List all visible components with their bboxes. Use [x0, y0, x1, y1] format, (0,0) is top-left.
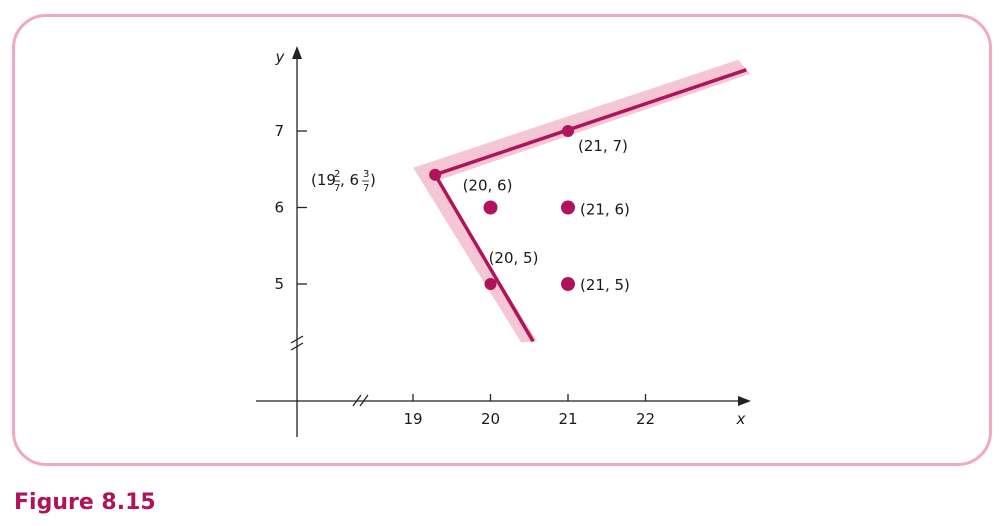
y-tick-label: 6 [274, 199, 284, 217]
x-axis-arrow [738, 396, 751, 406]
y-axis-break-mark [290, 342, 304, 351]
figure-caption: Figure 8.15 [14, 490, 156, 515]
point-label: (21, 5) [580, 276, 630, 294]
x-axis-break-mark [352, 394, 362, 407]
fraction-denominator: 7 [334, 183, 340, 194]
data-point [483, 200, 498, 215]
point-label: (21, 7) [578, 137, 628, 155]
figure-frame [12, 14, 992, 466]
x-tick-label: 22 [636, 410, 655, 428]
data-point [562, 125, 574, 137]
point-label: (20, 5) [489, 249, 539, 267]
data-point [484, 278, 497, 290]
x-axis-label: x [736, 410, 746, 428]
corner-label-text: , 6 [340, 171, 359, 189]
y-axis-label: y [275, 48, 286, 66]
corner-label-text: ) [370, 171, 376, 189]
fraction-numerator: 2 [334, 169, 340, 180]
x-tick-label: 20 [481, 410, 500, 428]
fraction-numerator: 3 [363, 169, 369, 180]
y-axis-break-mark [290, 335, 304, 344]
x-tick-label: 21 [558, 410, 577, 428]
corner-label-text: (19 [311, 171, 336, 189]
x-tick-label: 19 [403, 410, 422, 428]
point-label: (21, 6) [580, 201, 630, 219]
y-tick-label: 5 [274, 275, 284, 293]
y-tick-label: 7 [274, 122, 284, 140]
point-label: (20, 6) [463, 177, 513, 195]
boundary-line [434, 68, 747, 177]
feasible-band-upper [413, 59, 751, 181]
data-point [561, 200, 575, 215]
fraction-denominator: 7 [363, 183, 369, 194]
data-point [429, 168, 442, 181]
x-axis-break-mark [359, 394, 369, 407]
data-point [561, 277, 575, 291]
y-axis-arrow [292, 46, 302, 59]
boundary-line [433, 173, 535, 343]
